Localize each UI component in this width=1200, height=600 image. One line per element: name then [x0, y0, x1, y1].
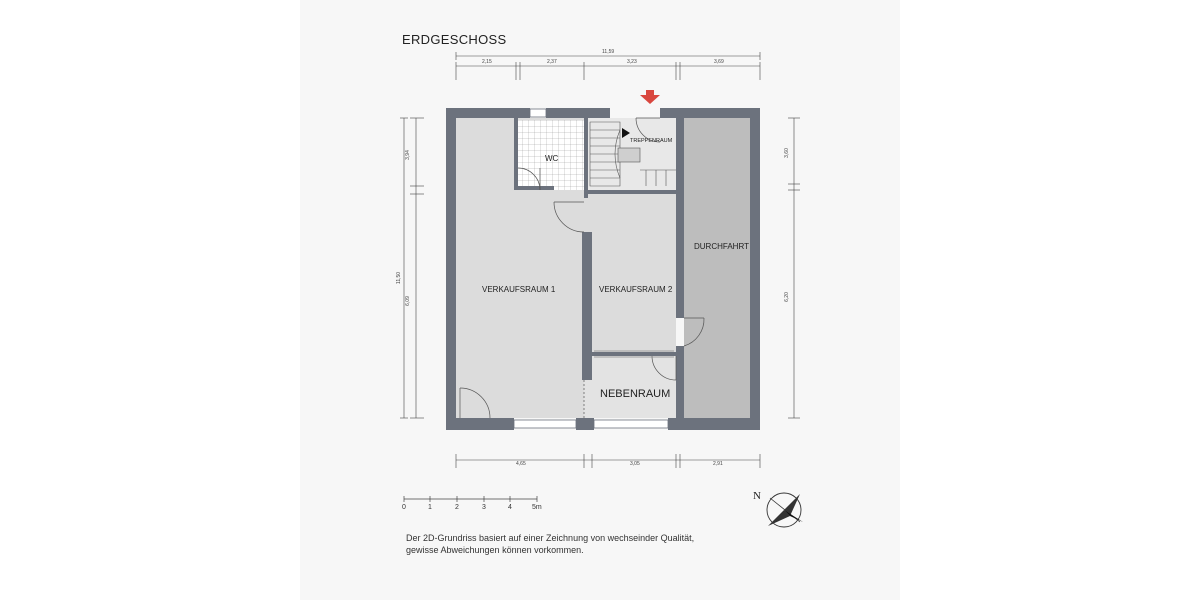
scale-label-1: 1 — [428, 504, 432, 511]
disclaimer-line-2: gewisse Abweichungen können vorkommen. — [406, 545, 584, 555]
exterior-walls — [446, 108, 760, 430]
door-swings — [459, 117, 705, 419]
dim-left-total: 11,50 — [396, 271, 403, 285]
room-label-verkaufsraum-1: VERKAUFSRAUM 1 — [482, 285, 556, 294]
sliding-door — [594, 350, 674, 358]
scale-label-4: 4 — [508, 504, 512, 511]
dim-bottom-2: 3,05 — [630, 461, 640, 467]
dim-top-4: 3,69 — [714, 59, 724, 65]
dim-top-2: 2,37 — [547, 59, 557, 65]
disclaimer: Der 2D-Grundriss basiert auf einer Zeich… — [406, 532, 726, 556]
room-label-nebenraum: NEBENRAUM — [600, 388, 671, 400]
windows — [513, 108, 669, 429]
room-label-treppenraum: TREPPENRAUM — [630, 138, 673, 144]
scale-label-5m: 5m — [532, 504, 542, 511]
dim-right-1: 3,60 — [783, 148, 790, 158]
floor-nebenraum — [584, 356, 676, 418]
floor-durchfahrt — [684, 118, 750, 418]
dimension-lines — [400, 52, 800, 468]
dim-right-2: 6,20 — [783, 292, 790, 302]
scale-label-0: 0 — [402, 504, 406, 511]
dim-left-1: 3,94 — [404, 150, 411, 160]
floor-wc-tiles — [518, 120, 584, 190]
room-label-verkaufsraum-2: VERKAUFSRAUM 2 — [599, 285, 673, 294]
room-label-durchfahrt: DURCHFAHRT — [694, 242, 749, 251]
floor-verkaufsraum-2 — [584, 190, 676, 352]
dim-top-3: 3,23 — [627, 59, 637, 65]
dim-bottom-1: 4,65 — [516, 461, 526, 467]
entrance-arrow-icon — [640, 90, 660, 104]
dim-left-2: 6,09 — [404, 296, 411, 306]
compass-icon — [766, 492, 803, 528]
scale-label-2: 2 — [455, 504, 459, 511]
staircase — [589, 121, 676, 187]
interior-walls — [514, 118, 684, 418]
room-label-wc: WC — [545, 154, 559, 163]
dim-top-1: 2,15 — [482, 59, 492, 65]
scale-bar — [403, 496, 538, 502]
dim-bottom-3: 2,91 — [713, 461, 723, 467]
disclaimer-line-1: Der 2D-Grundriss basiert auf einer Zeich… — [406, 533, 695, 543]
stair-direction-arrow — [622, 128, 630, 138]
north-label: N — [753, 490, 761, 502]
dim-top-total: 11,59 — [602, 49, 615, 55]
floor-title: ERDGESCHOSS — [402, 32, 507, 47]
scale-label-3: 3 — [482, 504, 486, 511]
